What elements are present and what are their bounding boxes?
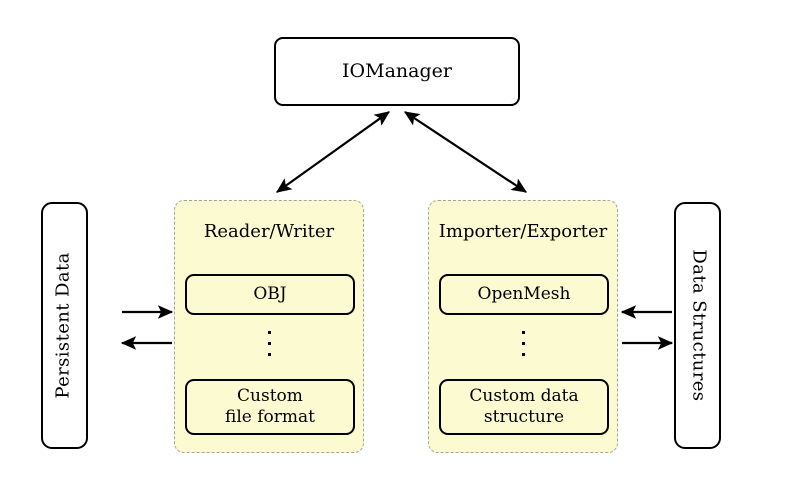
- module-custom-file-format-label: Custom file format: [225, 386, 315, 427]
- data-structures-label: Data Structures: [687, 249, 709, 402]
- data-structures-box[interactable]: Data Structures: [674, 202, 721, 449]
- module-custom-data-structure-line2: structure: [483, 407, 565, 427]
- module-openmesh-label: OpenMesh: [477, 284, 571, 305]
- module-custom-data-structure-label: Custom data structure: [469, 386, 578, 427]
- ellipsis-dot: [267, 342, 271, 345]
- reader-writer-title: Reader/Writer: [203, 221, 335, 242]
- module-openmesh[interactable]: OpenMesh: [439, 274, 609, 315]
- module-custom-file-format-line1: Custom: [237, 386, 303, 407]
- importer-exporter-title: Importer/Exporter: [438, 221, 608, 242]
- module-custom-file-format-line2: file format: [225, 407, 315, 427]
- ellipsis-dot: [267, 331, 271, 334]
- ellipsis-dot: [521, 331, 525, 334]
- io-manager-label: IOManager: [342, 60, 452, 83]
- module-custom-data-structure-line1: Custom data: [469, 386, 579, 407]
- persistent-data-label: Persistent Data: [53, 252, 75, 399]
- ellipsis-dot: [521, 353, 525, 356]
- reader-writer-panel[interactable]: Reader/Writer OBJ Custom file format: [174, 200, 364, 453]
- module-custom-file-format[interactable]: Custom file format: [185, 379, 355, 435]
- persistent-data-box[interactable]: Persistent Data: [41, 202, 88, 449]
- importer-exporter-ellipsis-icon: [429, 331, 617, 356]
- ellipsis-dot: [267, 353, 271, 356]
- arrow-manager-reader-writer: [275, 111, 391, 193]
- reader-writer-ellipsis-icon: [175, 331, 363, 356]
- module-obj-label: OBJ: [253, 284, 287, 305]
- arrow-manager-importer-exporter: [403, 111, 528, 193]
- io-manager-box[interactable]: IOManager: [274, 37, 520, 106]
- ellipsis-dot: [521, 342, 525, 345]
- module-obj[interactable]: OBJ: [185, 274, 355, 315]
- module-custom-data-structure[interactable]: Custom data structure: [439, 379, 609, 435]
- importer-exporter-panel[interactable]: Importer/Exporter OpenMesh Custom data s…: [428, 200, 618, 453]
